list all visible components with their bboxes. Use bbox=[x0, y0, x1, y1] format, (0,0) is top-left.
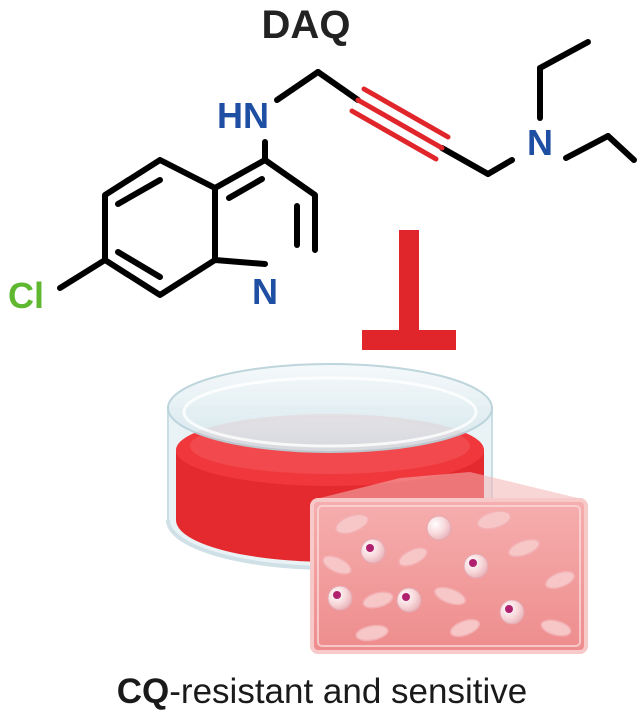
inhibition-t-bar-icon bbox=[362, 230, 456, 350]
nh-ch2-bond bbox=[274, 69, 321, 103]
rbc-1 bbox=[335, 513, 369, 535]
rbc-8 bbox=[434, 586, 466, 606]
infected-cell-1 bbox=[426, 515, 452, 541]
caption-rest: -resistant and sensitive bbox=[169, 672, 527, 711]
alkyne-ch2-bond bbox=[439, 145, 491, 177]
infected-cell-3 bbox=[463, 553, 489, 579]
inhibition-bar bbox=[362, 330, 456, 350]
zoom-projection bbox=[312, 472, 586, 500]
ch2-alkyne-bond bbox=[315, 69, 361, 103]
infected-cell-6 bbox=[499, 599, 525, 625]
pyridine-double-bond-1 bbox=[226, 176, 265, 201]
inhibition-stem bbox=[399, 230, 419, 336]
caption: CQ-resistant and sensitive bbox=[117, 672, 527, 711]
rbc-5 bbox=[508, 538, 540, 558]
caption-strong: CQ bbox=[117, 672, 170, 711]
ring-n-label: N bbox=[252, 271, 278, 312]
amine-nh-label: HN bbox=[217, 95, 269, 136]
infected-cell-4 bbox=[327, 585, 353, 611]
alkyne-bond-center bbox=[355, 97, 445, 151]
rbc-11 bbox=[540, 619, 572, 637]
rbc-9 bbox=[355, 624, 389, 642]
compound-title: DAQ bbox=[262, 3, 351, 47]
dish-lid-shine bbox=[182, 376, 478, 448]
alkyne-triple-bond bbox=[349, 86, 451, 162]
chlorine-label: Cl bbox=[8, 275, 44, 316]
benzo-double-bond-2 bbox=[115, 249, 163, 280]
benzo-double-bond-1 bbox=[115, 177, 163, 207]
rbc-6 bbox=[544, 570, 576, 590]
c-cl-bond bbox=[57, 257, 108, 291]
infected-cell-2 bbox=[360, 538, 386, 564]
infected-cell-5 bbox=[396, 587, 422, 613]
alkyne-bond-lower bbox=[349, 108, 439, 162]
pyridine-ring-lower bbox=[212, 257, 268, 267]
tertiary-n-label: N bbox=[527, 122, 553, 163]
rbc-10 bbox=[449, 618, 481, 638]
ethyl-2-bond-b bbox=[605, 133, 637, 163]
cell-panel-inner-border bbox=[317, 505, 581, 647]
alkyne-bond-upper bbox=[361, 86, 451, 140]
daq-structure bbox=[57, 39, 637, 298]
ch2-n-bond bbox=[485, 157, 515, 177]
rbc-2 bbox=[476, 510, 512, 530]
ethyl-1-bond-b bbox=[537, 39, 591, 71]
dish-lid-top bbox=[167, 363, 493, 453]
infected-red-blood-cells-icon bbox=[310, 498, 588, 654]
rbc-3 bbox=[322, 555, 352, 575]
rbc-4 bbox=[398, 547, 428, 567]
ethyl-2-bond-a bbox=[563, 133, 611, 161]
rbc-7 bbox=[362, 591, 394, 609]
pyridine-ring-upper bbox=[212, 157, 318, 253]
